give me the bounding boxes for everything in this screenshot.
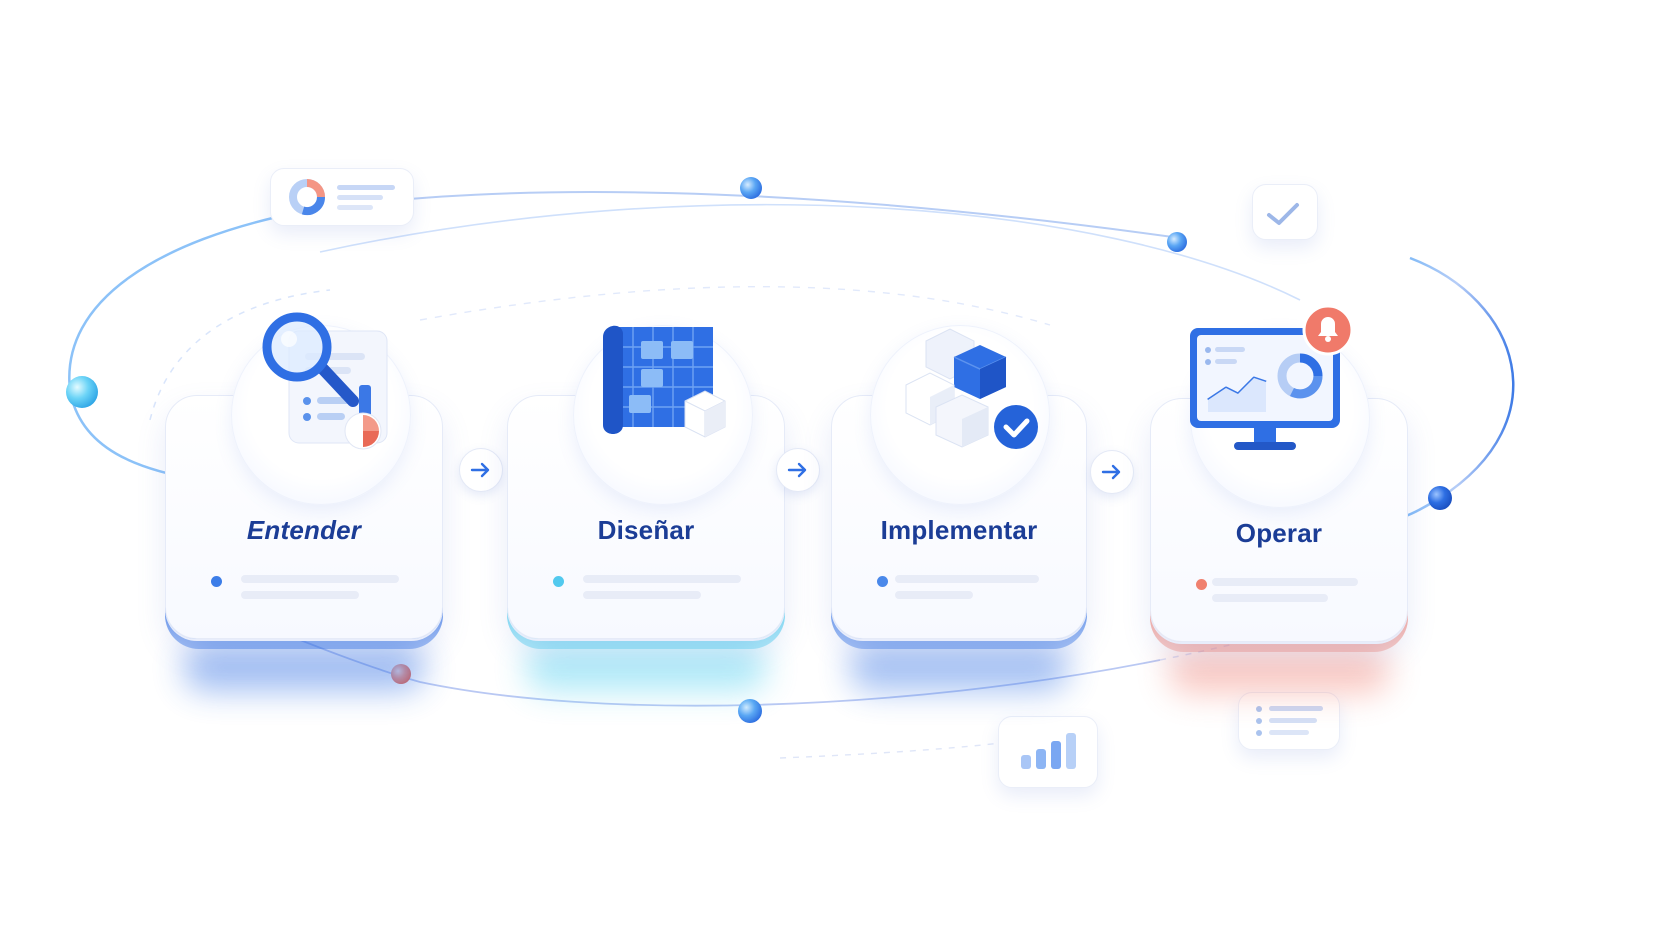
step-card-operar: Operar <box>1150 304 1408 694</box>
connector-arrow <box>776 448 820 492</box>
step-dot <box>553 576 564 587</box>
step-title: Implementar <box>880 515 1038 545</box>
step-card-disenar: Diseñar <box>507 325 785 691</box>
placeholder-line <box>1212 594 1328 602</box>
placeholder-line <box>1212 578 1358 586</box>
bar-chart-icon <box>1021 733 1076 769</box>
floating-tile-check <box>1252 184 1318 240</box>
arrow-right-icon <box>1101 464 1121 480</box>
orbit-sphere <box>738 699 762 723</box>
orbit-sphere <box>1167 232 1187 252</box>
card-glow <box>183 645 425 691</box>
placeholder-line <box>895 575 1039 583</box>
placeholder-line <box>241 575 399 583</box>
floating-tile-list <box>1238 692 1340 750</box>
step-title: Operar <box>1235 518 1323 548</box>
card-glow <box>1168 648 1390 694</box>
card-glow <box>525 645 767 691</box>
card-glow <box>849 645 1069 691</box>
step-title: Entender <box>246 515 362 545</box>
step-card-implementar: Implementar <box>831 325 1087 691</box>
floating-tile-bars <box>998 716 1098 788</box>
placeholder-line <box>583 575 741 583</box>
placeholder-line <box>895 591 973 599</box>
cubes-check-icon <box>870 297 1048 475</box>
step-dot <box>877 576 888 587</box>
orbit-sphere <box>66 376 98 408</box>
list-icon <box>1256 706 1323 736</box>
donut-chart-icon <box>289 179 395 216</box>
step-card-entender: Entender <box>165 312 443 691</box>
step-dot <box>1196 579 1207 590</box>
step-dot <box>211 576 222 587</box>
floating-tile-donut <box>270 168 414 226</box>
placeholder-line <box>241 591 359 599</box>
arrow-right-icon <box>470 462 490 478</box>
orbit-sphere <box>740 177 762 199</box>
step-title: Diseñar <box>597 515 695 545</box>
blueprint-icon <box>573 297 751 475</box>
monitor-dashboard-bell-icon <box>1182 302 1360 480</box>
placeholder-line <box>583 591 701 599</box>
orbit-sphere <box>391 664 411 684</box>
magnifier-document-icon <box>231 297 409 475</box>
connector-arrow <box>459 448 503 492</box>
orbit-sphere <box>1428 486 1452 510</box>
check-icon <box>1267 203 1299 225</box>
connector-arrow <box>1090 450 1134 494</box>
arrow-right-icon <box>787 462 807 478</box>
